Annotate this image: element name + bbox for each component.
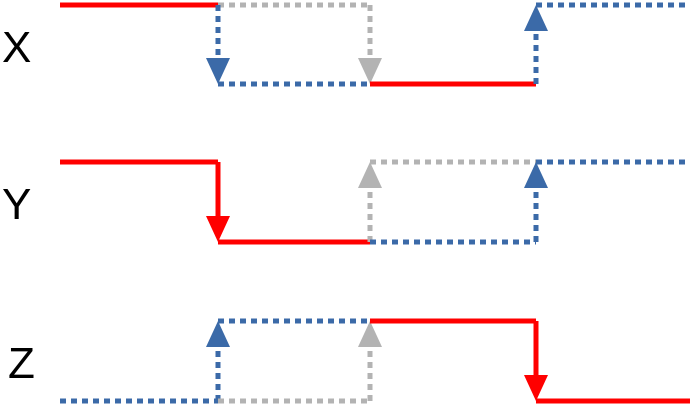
row-label-x: X xyxy=(2,23,31,72)
arrow-up-icon xyxy=(206,321,230,347)
signal-row-y xyxy=(60,159,690,245)
arrow-down-icon xyxy=(358,58,382,84)
row-labels: X Y Z xyxy=(2,23,35,388)
signal-row-z xyxy=(60,318,690,404)
row-label-z: Z xyxy=(8,339,35,388)
signal-row-x xyxy=(60,2,690,87)
arrow-up-icon xyxy=(358,162,382,188)
arrow-up-icon xyxy=(358,321,382,347)
arrow-down-icon xyxy=(206,216,230,242)
arrow-down-icon xyxy=(206,58,230,84)
arrow-down-icon xyxy=(524,375,548,401)
arrow-up-icon xyxy=(524,162,548,188)
row-label-y: Y xyxy=(2,180,31,229)
signal-rows xyxy=(60,2,690,404)
arrow-up-icon xyxy=(524,5,548,31)
